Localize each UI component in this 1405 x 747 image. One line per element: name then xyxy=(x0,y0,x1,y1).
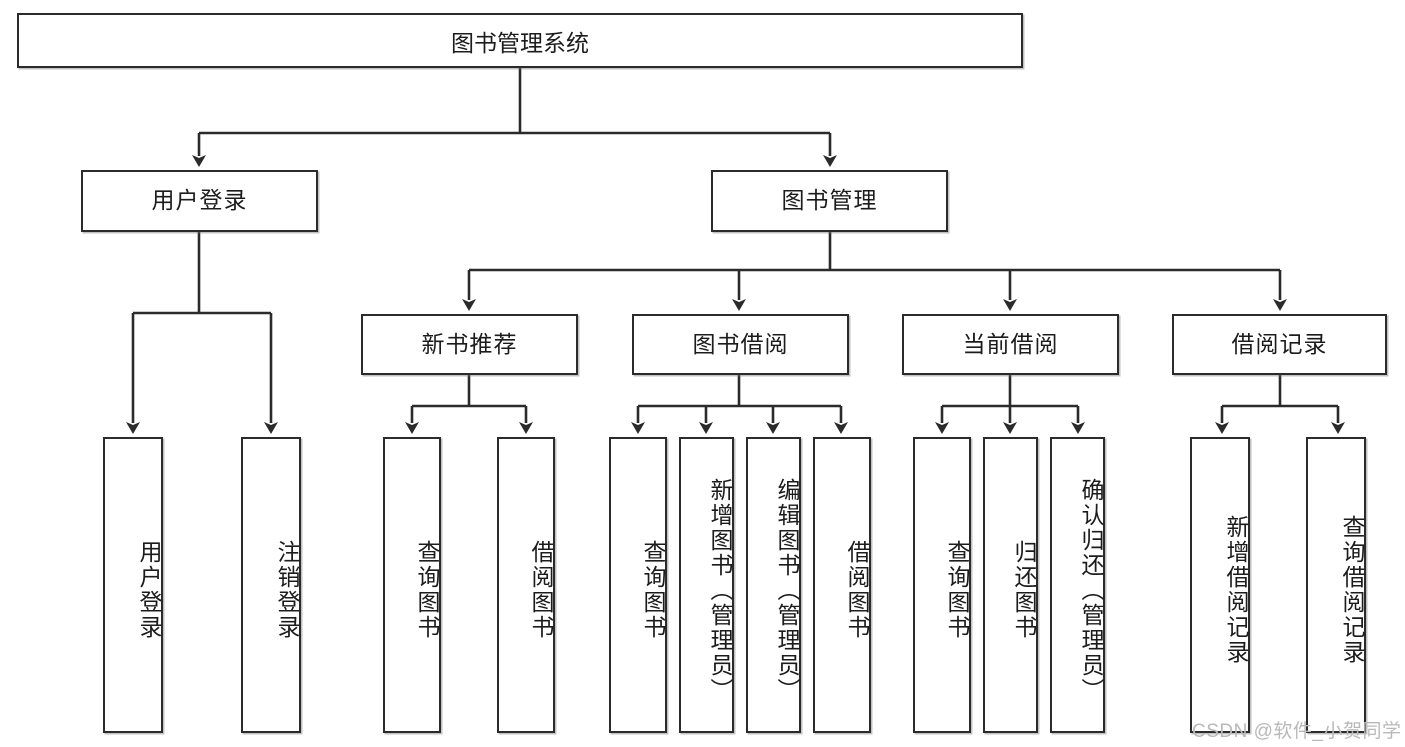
leaf-logout[interactable]: 注销登录 xyxy=(241,437,301,733)
leaf-add-book-admin[interactable]: 新增图书（管理员） xyxy=(679,437,734,733)
node-label: 查询图书 xyxy=(640,540,666,640)
leaf-borrow-query-book[interactable]: 查询图书 xyxy=(609,437,667,733)
leaf-current-query-book[interactable]: 查询图书 xyxy=(913,437,971,733)
node-current-borrow[interactable]: 当前借阅 xyxy=(902,314,1119,375)
node-new-book-recommend[interactable]: 新书推荐 xyxy=(361,314,578,375)
leaf-add-borrow-record[interactable]: 新增借阅记录 xyxy=(1190,437,1250,733)
node-label: 新书推荐 xyxy=(421,330,518,357)
node-label: 注销登录 xyxy=(274,540,300,640)
node-label: 当前借阅 xyxy=(962,330,1059,357)
node-label: 编辑图书（管理员） xyxy=(774,477,800,703)
csdn-watermark: CSDN @软件_小贺同学 xyxy=(1192,721,1402,742)
node-book-borrow[interactable]: 图书借阅 xyxy=(632,314,849,375)
node-label: 借阅图书 xyxy=(528,540,554,640)
leaf-edit-book-admin[interactable]: 编辑图书（管理员） xyxy=(746,437,801,733)
node-label: 图书管理 xyxy=(781,187,878,214)
node-label: 用户登录 xyxy=(151,187,248,214)
node-label: 查询图书 xyxy=(944,540,970,640)
node-label: 借阅图书 xyxy=(844,540,870,640)
node-user-login[interactable]: 用户登录 xyxy=(81,170,318,232)
node-label: 图书借阅 xyxy=(692,330,789,357)
node-label: 查询借阅记录 xyxy=(1339,515,1365,665)
node-label: 归还图书 xyxy=(1011,540,1037,640)
leaf-confirm-return-admin[interactable]: 确认归还（管理员） xyxy=(1050,437,1105,733)
leaf-user-login[interactable]: 用户登录 xyxy=(103,437,163,733)
node-label: 确认归还（管理员） xyxy=(1078,477,1104,703)
leaf-borrow-book[interactable]: 借阅图书 xyxy=(813,437,871,733)
node-label: 查询图书 xyxy=(414,540,440,640)
node-label: 新增借阅记录 xyxy=(1223,515,1249,665)
node-label: 借阅记录 xyxy=(1231,330,1328,357)
node-label: 用户登录 xyxy=(136,540,162,640)
node-label: 图书管理系统 xyxy=(451,29,589,56)
node-borrow-record[interactable]: 借阅记录 xyxy=(1172,314,1387,375)
node-book-management[interactable]: 图书管理 xyxy=(711,170,948,232)
leaf-new-book-borrow[interactable]: 借阅图书 xyxy=(497,437,555,733)
leaf-query-borrow-record[interactable]: 查询借阅记录 xyxy=(1306,437,1366,733)
node-root-system[interactable]: 图书管理系统 xyxy=(17,13,1023,68)
leaf-return-book[interactable]: 归还图书 xyxy=(983,437,1038,733)
node-label: 新增图书（管理员） xyxy=(707,477,733,703)
leaf-new-book-query[interactable]: 查询图书 xyxy=(383,437,441,733)
